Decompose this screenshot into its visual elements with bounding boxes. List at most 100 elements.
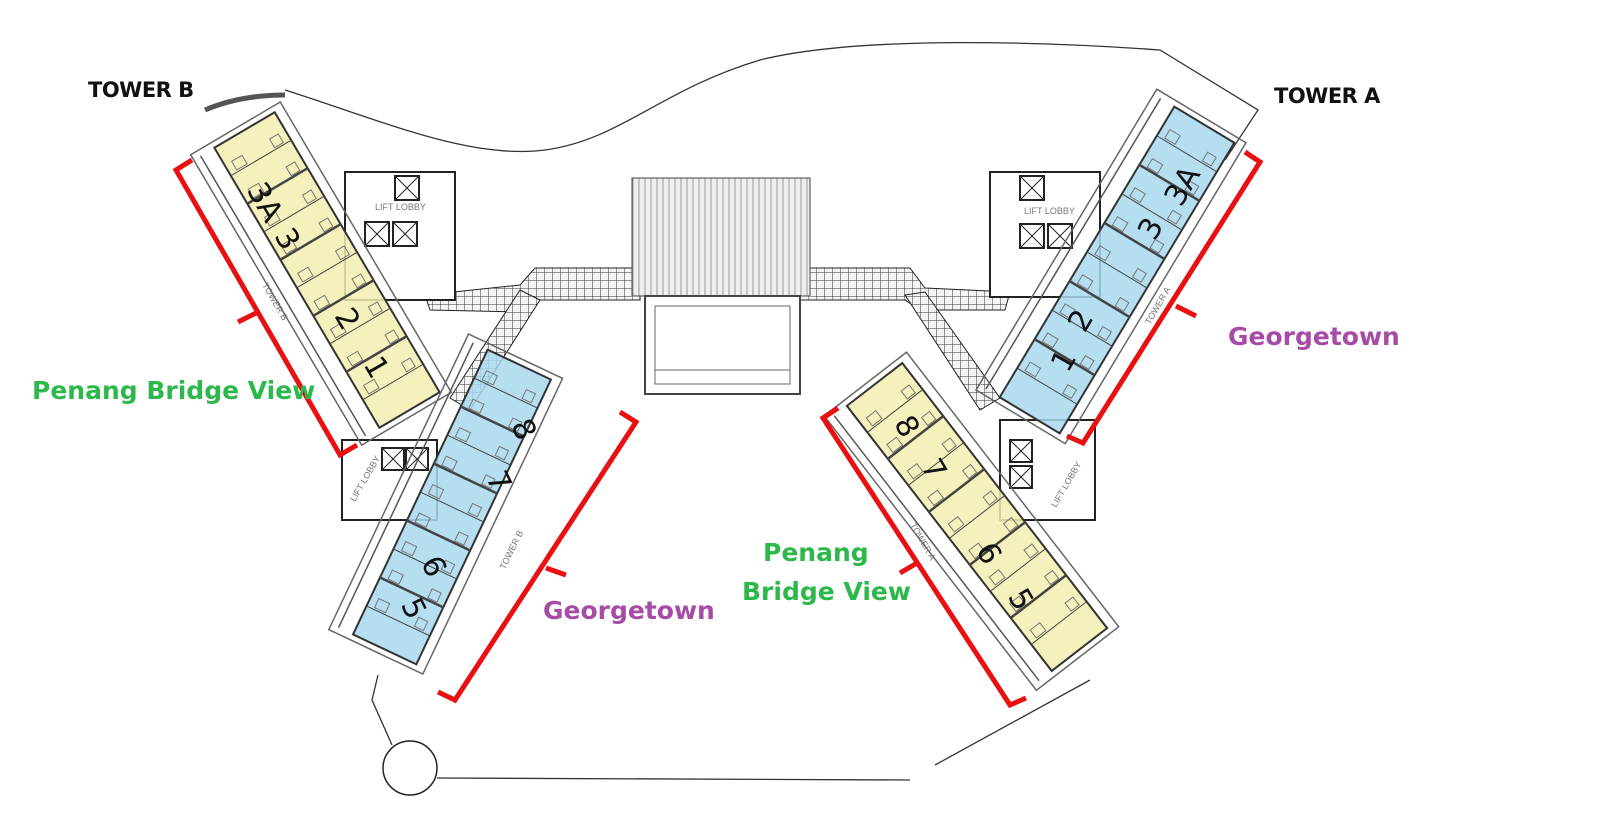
room-fixture xyxy=(1023,543,1039,559)
view-brackets xyxy=(172,149,1264,709)
lift-lobby-label: LIFT LOBBY xyxy=(375,202,426,212)
view-label-penang-bridge-left: Penang Bridge View xyxy=(32,376,316,405)
unit-divider xyxy=(366,605,431,637)
room-fixture xyxy=(1114,296,1130,312)
room-fixture xyxy=(351,273,367,289)
bracket-tower-b-penang-bridge xyxy=(172,157,359,459)
unit-divider xyxy=(1051,309,1113,347)
unit-divider xyxy=(1086,251,1148,289)
room-fixture xyxy=(865,409,883,427)
view-label-penang-bridge-center-1: Penang xyxy=(763,538,869,567)
room-fixture xyxy=(400,540,418,557)
room-fixture xyxy=(481,474,496,489)
room-fixture xyxy=(413,616,429,632)
room-fixture xyxy=(1131,267,1148,283)
room-fixture xyxy=(1043,569,1060,586)
unit-divider xyxy=(867,389,924,433)
room-fixture xyxy=(301,189,317,205)
room-fixture xyxy=(1041,332,1059,349)
unit-divider xyxy=(1030,601,1087,645)
room-fixture xyxy=(318,217,334,233)
room-fixture xyxy=(362,378,380,395)
wing-outline xyxy=(975,88,1247,445)
wing-tower-b-south xyxy=(327,332,564,676)
room-fixture xyxy=(1064,596,1080,612)
room-fixture xyxy=(494,445,510,461)
room-fixture xyxy=(982,490,998,506)
unit-divider xyxy=(1033,338,1096,377)
room-fixture xyxy=(247,182,265,199)
unit-divider xyxy=(928,468,985,513)
room-fixture xyxy=(285,161,301,177)
room-fixture xyxy=(941,437,957,453)
unit-divider xyxy=(230,139,292,177)
wing-tower-a-south xyxy=(823,351,1120,692)
bracket-tower-b-georgetown xyxy=(436,409,640,704)
unit-divider xyxy=(433,462,498,495)
room-fixture xyxy=(886,436,904,454)
room-fixture xyxy=(481,370,499,386)
unit-divider xyxy=(908,442,965,486)
unit-divider xyxy=(362,363,424,401)
corridor-wall xyxy=(985,98,1162,390)
site-boundary-bottom xyxy=(371,674,1091,781)
room-fixture xyxy=(920,410,937,427)
central-building xyxy=(631,177,811,395)
room-fixture xyxy=(1166,209,1182,225)
unit-divider xyxy=(1068,279,1131,319)
room-fixture xyxy=(387,569,404,585)
room-fixture xyxy=(947,515,965,533)
room-fixture xyxy=(1076,274,1094,291)
corridor-wall xyxy=(199,155,367,437)
room-fixture xyxy=(296,266,314,283)
unit-divider xyxy=(447,434,511,466)
room-fixture xyxy=(1009,595,1027,613)
room-fixture xyxy=(329,322,347,339)
room-fixture xyxy=(467,502,483,518)
room-fixture xyxy=(367,301,383,317)
unit-divider xyxy=(969,521,1026,566)
roundabout xyxy=(382,740,438,796)
unit-divider xyxy=(887,415,944,460)
unit-divider xyxy=(1010,574,1067,619)
unit-divider xyxy=(420,491,484,523)
unit-divider xyxy=(989,548,1046,592)
room-fixture xyxy=(427,588,442,603)
site-boundary xyxy=(284,41,1259,161)
tower-b-tag: TOWER B xyxy=(260,281,290,322)
wing-outline xyxy=(823,351,1120,692)
room-fixture xyxy=(1129,187,1146,204)
room-fixture xyxy=(507,417,523,432)
room-fixture xyxy=(268,133,284,149)
arc-roof-tower-b xyxy=(204,92,286,113)
room-fixture xyxy=(334,245,350,261)
room-fixture xyxy=(346,350,364,367)
room-fixture xyxy=(1002,516,1019,533)
room-fixture xyxy=(927,489,945,507)
unit-divider xyxy=(1156,135,1218,173)
room-fixture xyxy=(1024,361,1042,378)
room-fixture xyxy=(454,531,469,546)
room-fixture xyxy=(1149,238,1165,254)
room-fixture xyxy=(1184,180,1200,196)
wing-outline xyxy=(189,100,453,447)
room-fixture xyxy=(400,357,416,373)
room-fixture xyxy=(427,483,445,500)
room-fixture xyxy=(1062,384,1078,400)
view-label-penang-bridge-center-2: Bridge View xyxy=(742,577,911,606)
unit-divider xyxy=(949,495,1005,539)
room-fixture xyxy=(1094,245,1112,262)
unit-divider xyxy=(473,377,538,409)
room-fixture xyxy=(1079,354,1095,371)
bracket-tower-a-penang-bridge xyxy=(819,405,1028,709)
room-fixture xyxy=(1096,325,1113,341)
unit-divider xyxy=(1121,193,1183,231)
tower-a-title: TOWER A xyxy=(1274,84,1380,108)
room-fixture xyxy=(414,512,431,528)
corridor-wall xyxy=(833,415,1040,682)
unit-divider xyxy=(263,195,325,233)
room-fixture xyxy=(1146,157,1164,175)
room-fixture xyxy=(373,597,391,614)
unit-divider xyxy=(312,279,375,317)
